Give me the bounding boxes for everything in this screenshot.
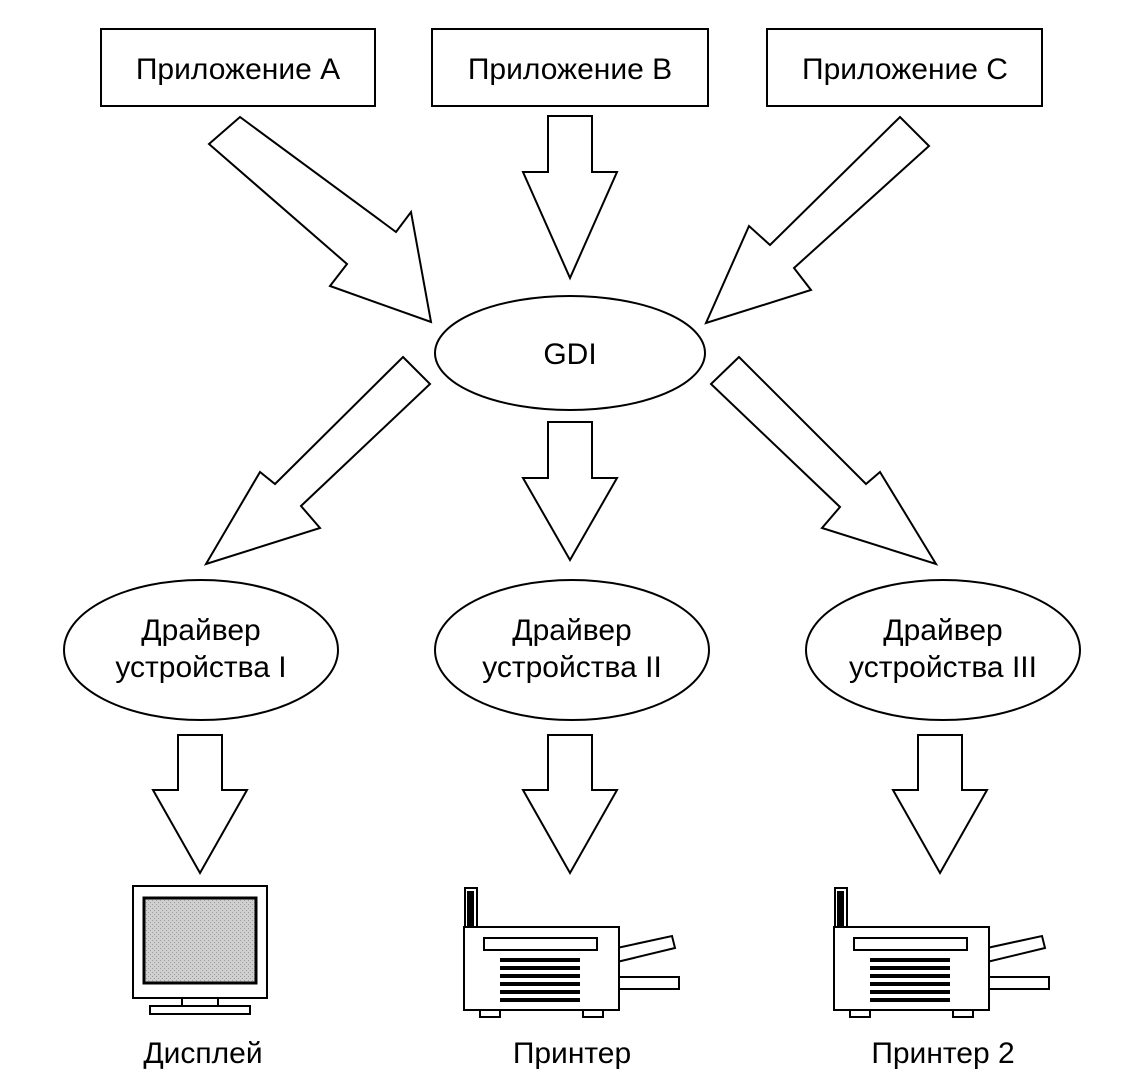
driver-2-line1: Драйвер	[512, 614, 631, 647]
arrow-gdi-to-driver-1	[203, 355, 432, 566]
printer-icon	[463, 887, 680, 1018]
gdi-node: GDI	[434, 295, 706, 411]
arrow-gdi-to-driver-3	[709, 355, 939, 566]
application-c-label: Приложение C	[802, 53, 1008, 86]
printer-2-label: Принтер 2	[871, 1037, 1014, 1070]
arrow-app-a-to-gdi	[207, 115, 433, 324]
arrow-driver-1-to-display	[151, 734, 249, 876]
driver-2-line2: устройства II	[482, 651, 662, 684]
arrow-app-b-to-gdi	[521, 115, 619, 281]
application-b-label: Приложение B	[468, 53, 672, 86]
printer-label: Принтер	[513, 1037, 631, 1070]
driver-1-node: Драйвер устройства I	[63, 579, 339, 721]
printer-2-icon	[833, 887, 1050, 1018]
driver-1-line2: устройства I	[115, 651, 286, 684]
driver-3-line1: Драйвер	[883, 614, 1002, 647]
arrow-driver-2-to-printer	[521, 734, 619, 876]
application-c-box: Приложение C	[766, 28, 1043, 107]
arrow-gdi-to-driver-2	[521, 421, 619, 563]
driver-2-node: Драйвер устройства II	[434, 579, 710, 721]
application-b-box: Приложение B	[431, 28, 709, 107]
monitor-icon	[132, 885, 268, 1015]
arrow-driver-3-to-printer-2	[891, 734, 989, 876]
driver-1-line1: Драйвер	[141, 614, 260, 647]
display-label: Дисплей	[143, 1037, 262, 1070]
arrow-app-c-to-gdi	[704, 115, 931, 325]
application-a-box: Приложение A	[100, 28, 376, 107]
driver-3-line2: устройства III	[849, 651, 1037, 684]
application-a-label: Приложение A	[136, 53, 340, 86]
gdi-label: GDI	[543, 338, 596, 371]
driver-3-node: Драйвер устройства III	[805, 579, 1081, 721]
